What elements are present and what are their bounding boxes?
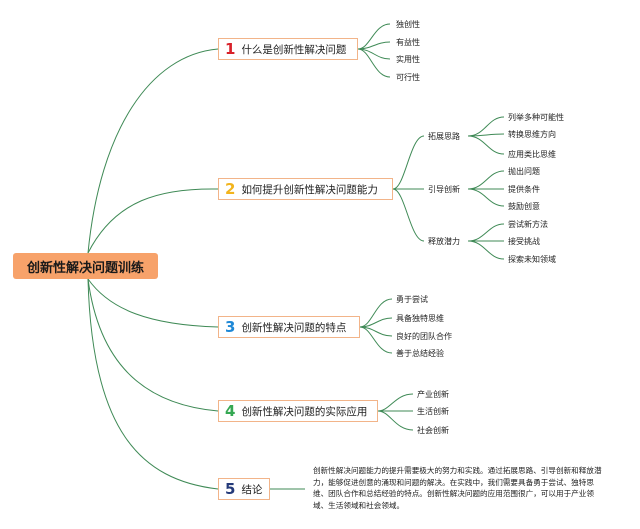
branch-2-number: 2 [225, 180, 236, 198]
branch-1: 1 什么是创新性解决问题 [218, 38, 358, 60]
leaf-4-2: 生活创新 [417, 407, 449, 416]
leaf-2-1-1: 列举多种可能性 [508, 113, 564, 122]
leaf-2-3-2: 接受挑战 [508, 237, 540, 246]
leaf-3-2: 具备独特思维 [396, 314, 444, 323]
group-2-1: 拓展思路 [428, 132, 460, 141]
leaf-2-2-2: 提供条件 [508, 185, 540, 194]
group-2-2: 引导创新 [428, 185, 460, 194]
branch-3-number: 3 [225, 318, 236, 336]
leaf-1-2: 有益性 [396, 38, 420, 47]
root-label: 创新性解决问题训练 [26, 260, 144, 276]
leaf-2-1-2: 转换思维方向 [508, 130, 556, 139]
branch-1-number: 1 [225, 40, 236, 58]
branch-1-label: 什么是创新性解决问题 [241, 43, 347, 56]
leaf-3-1: 勇于尝试 [396, 295, 428, 304]
leaf-1-4: 可行性 [396, 73, 420, 82]
branch-2: 2 如何提升创新性解决问题能力 [218, 178, 393, 200]
leaf-3-4: 善于总结经验 [396, 349, 444, 358]
root-node: 创新性解决问题训练 [13, 253, 158, 279]
leaf-1-1: 独创性 [396, 20, 420, 29]
leaf-2-3-1: 尝试新方法 [508, 220, 548, 229]
branch-5: 5 结论 [218, 478, 270, 500]
branch-4: 4 创新性解决问题的实际应用 [218, 400, 378, 422]
leaf-2-1-3: 应用类比思维 [508, 150, 556, 159]
branch-3-label: 创新性解决问题的特点 [241, 321, 347, 334]
leaf-4-3: 社会创新 [417, 426, 449, 435]
leaf-2-3-3: 探索未知领域 [508, 255, 556, 264]
branch-4-label: 创新性解决问题的实际应用 [241, 405, 368, 418]
leaf-4-1: 产业创新 [417, 390, 449, 399]
branch-2-label: 如何提升创新性解决问题能力 [241, 183, 378, 196]
leaf-1-3: 实用性 [396, 55, 420, 64]
group-2-3: 释放潜力 [428, 237, 460, 246]
leaf-2-2-3: 鼓励创意 [508, 202, 540, 211]
conclusion-text: 创新性解决问题能力的提升需要极大的努力和实践。通过拓展思路、引导创新和释放潜力，… [313, 466, 602, 510]
branch-4-number: 4 [225, 402, 236, 420]
leaf-3-3: 良好的团队合作 [396, 332, 452, 341]
branch-5-number: 5 [225, 480, 236, 498]
branch-3: 3 创新性解决问题的特点 [218, 316, 360, 338]
branch-5-label: 结论 [241, 483, 263, 496]
leaf-2-2-1: 抛出问题 [508, 167, 540, 176]
